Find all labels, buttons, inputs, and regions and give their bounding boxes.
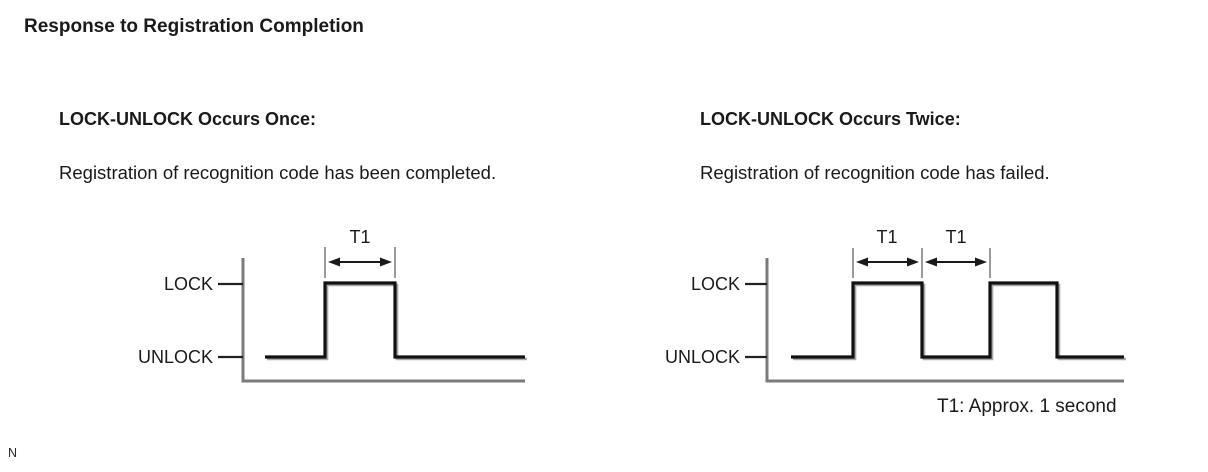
section-description-twice: Registration of recognition code has fai… [700, 162, 1050, 183]
lock-label: LOCK [164, 274, 213, 294]
section-heading-once: LOCK-UNLOCK Occurs Once: [59, 109, 317, 129]
arrow-right-icon [907, 257, 919, 267]
page-marker: N [8, 446, 18, 460]
waveform-line [791, 281, 1124, 359]
unlock-label: UNLOCK [138, 347, 213, 367]
t1-label: T1 [945, 227, 966, 247]
t1-label: T1 [349, 227, 370, 247]
waveform-shadow [793, 283, 1126, 361]
arrow-right-icon [975, 257, 987, 267]
t1-label: T1 [876, 227, 897, 247]
timing-diagram-twice: LOCK UNLOCK T1 T1 [665, 227, 1126, 383]
waveform-line [265, 281, 525, 359]
unlock-label: UNLOCK [665, 347, 740, 367]
t1-footnote: T1: Approx. 1 second [937, 396, 1117, 417]
waveform-shadow [267, 283, 527, 361]
section-description-once: Registration of recognition code has bee… [59, 162, 497, 183]
section-heading-twice: LOCK-UNLOCK Occurs Twice: [700, 109, 961, 129]
axis-line [765, 258, 1124, 383]
arrow-right-icon [380, 257, 392, 267]
arrow-left-icon [856, 257, 868, 267]
arrow-left-icon [328, 257, 340, 267]
page-title: Response to Registration Completion [24, 16, 364, 37]
lock-label: LOCK [691, 274, 740, 294]
timing-diagram-once: LOCK UNLOCK T1 [138, 227, 527, 383]
axis-line [241, 258, 525, 383]
arrow-left-icon [925, 257, 937, 267]
